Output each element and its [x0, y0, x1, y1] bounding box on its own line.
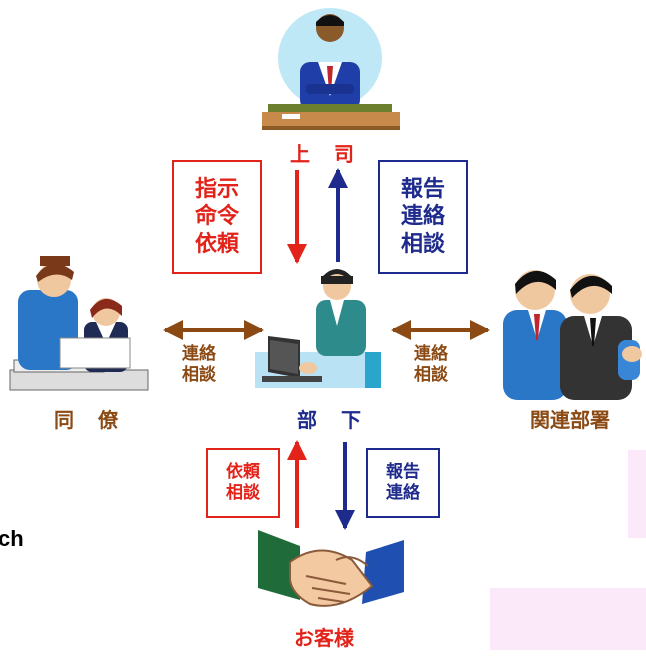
customer-up-box-line-2: 相談 — [226, 483, 260, 503]
boss-down-box-line-1: 指示 — [194, 176, 239, 202]
coworker-edge-label-line-2: 相談 — [182, 365, 216, 386]
boss-up-box-line-1: 報告 — [400, 176, 445, 202]
customer-down-box-line-1: 報告 — [386, 461, 420, 482]
customer-up-box-line-1: 依頼 — [226, 461, 260, 482]
subordinate-label: 部 下 — [297, 408, 363, 432]
fragment-text: ch — [0, 526, 24, 551]
customer-up-box: 依頼 相談 — [206, 448, 280, 518]
pink-panel-top — [628, 450, 646, 538]
boss-up-box: 報告 連絡 相談 — [378, 160, 468, 274]
customer-down-box-line-2: 連絡 — [386, 483, 420, 503]
boss-label: 上 司 — [290, 142, 356, 166]
coworker-edge-label: 連絡 相談 — [182, 344, 216, 387]
boss-down-box: 指示 命令 依頼 — [172, 160, 262, 274]
related-dept-edge-label: 連絡 相談 — [414, 344, 448, 387]
customer-label: お客様 — [294, 626, 354, 650]
boss-down-box-line-2: 命令 — [194, 204, 239, 230]
coworker-edge-label-line-1: 連絡 — [182, 344, 216, 364]
boss-down-box-line-3: 依頼 — [194, 231, 239, 257]
boss-up-box-line-2: 連絡 — [400, 204, 445, 230]
boss-up-box-line-3: 相談 — [400, 231, 445, 257]
pink-panel-bottom — [490, 588, 646, 650]
coworker-label: 同 僚 — [54, 408, 120, 432]
related-dept-edge-label-line-2: 相談 — [414, 365, 448, 386]
related-dept-label: 関連部署 — [530, 408, 610, 432]
customer-down-box: 報告 連絡 — [366, 448, 440, 518]
related-dept-edge-label-line-1: 連絡 — [414, 344, 448, 364]
